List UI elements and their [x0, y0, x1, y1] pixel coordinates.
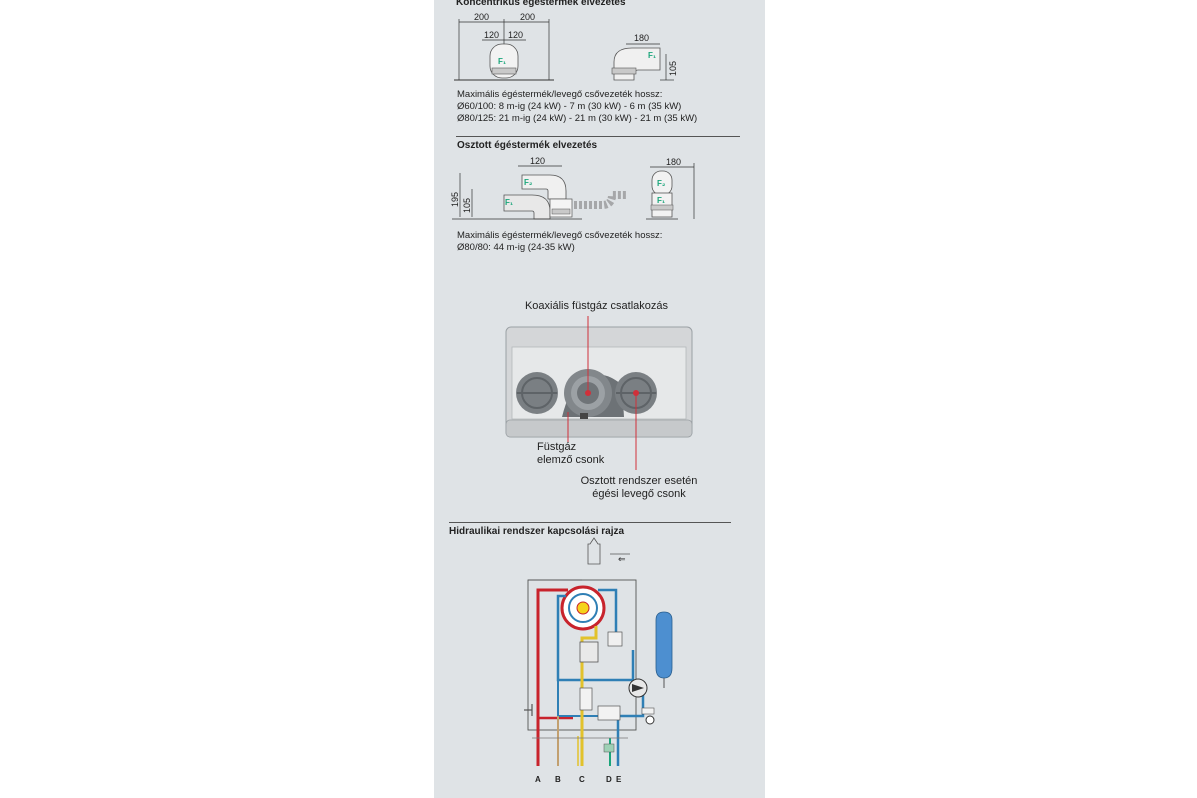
fitting-label-f1: F₁ [498, 57, 507, 66]
split-dim-180: 180 [666, 157, 681, 167]
connection-letter-b: B [555, 775, 561, 784]
dim-180: 180 [634, 33, 649, 43]
fitting-label-f1-elbow: F₁ [648, 51, 657, 60]
section2-title: Osztott égéstermék elvezetés [457, 140, 598, 151]
concentric-flue-diagram: 200 200 120 120 F₁ 180 F₁ 105 [454, 12, 678, 81]
analyzer-port-label-line2: elemző csonk [537, 454, 605, 466]
split-dim-195: 195 [450, 192, 460, 207]
air-port-label-line2: égési levegő csonk [592, 488, 686, 500]
split-label-f2: F₂ [524, 178, 533, 187]
connection-letter-a: A [535, 775, 541, 784]
section2-text-line1: Maximális égéstermék/levegő csővezeték h… [457, 230, 663, 241]
dim-105: 105 [668, 61, 678, 76]
section1-text-line1: Maximális égéstermék/levegő csővezeték h… [457, 89, 663, 100]
connection-letter-d: D [606, 775, 612, 784]
document-sheet: Koncentrikus égéstermék elvezetés 200 20… [434, 0, 765, 798]
hydraulic-diagram: ⇐ [524, 537, 673, 784]
split-label-f1: F₁ [505, 198, 514, 207]
air-port-label-line1: Osztott rendszer esetén [580, 475, 698, 487]
split-right-label-f1: F₁ [657, 196, 666, 205]
section1-text-line3: Ø80/125: 21 m-ig (24 kW) - 21 m (30 kW) … [457, 113, 698, 124]
pointer-lines [567, 316, 637, 470]
split-dim-120: 120 [530, 156, 545, 166]
connection-letter-e: E [616, 775, 622, 784]
section3-title: Hidraulikai rendszer kapcsolási rajza [449, 526, 625, 537]
section1-title: Koncentrikus égéstermék elvezetés [456, 0, 626, 8]
split-right-label-f2: F₂ [657, 179, 666, 188]
dim-120-left: 120 [484, 30, 499, 40]
divider-2 [449, 522, 731, 523]
air-inlet-arrow: ⇐ [618, 554, 626, 564]
section1-text-line2: Ø60/100: 8 m-ig (24 kW) - 7 m (30 kW) - … [457, 101, 682, 112]
connection-letter-c: C [579, 775, 585, 784]
split-dim-105: 105 [462, 198, 472, 213]
split-flue-diagram: 120 195 105 F₂ F₁ 180 F₂ F₁ [450, 156, 695, 220]
analyzer-port-label-line1: Füstgáz [537, 441, 577, 453]
dim-120-right: 120 [508, 30, 523, 40]
dim-200-left: 200 [474, 12, 489, 22]
divider-1 [456, 136, 740, 137]
coaxial-connection-label: Koaxiális füstgáz csatlakozás [524, 300, 669, 312]
section2-text-line2: Ø80/80: 44 m-ig (24-35 kW) [457, 242, 575, 253]
dim-200-right: 200 [520, 12, 535, 22]
